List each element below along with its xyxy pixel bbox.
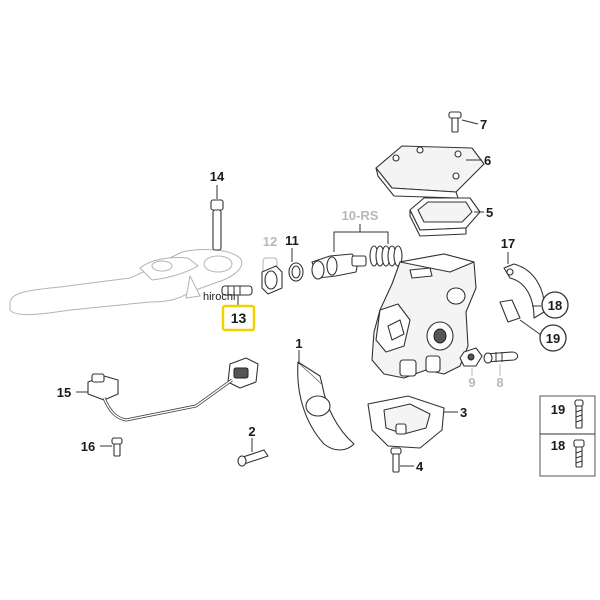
callout-12: 12	[263, 234, 277, 249]
inset-label-19: 19	[551, 402, 565, 417]
callout-2: 2	[248, 424, 255, 439]
callout-17: 17	[501, 236, 515, 251]
callout-6: 6	[484, 153, 491, 168]
highlighted-callout-13[interactable]: 13	[221, 304, 256, 332]
bracket-screw-4	[390, 447, 414, 473]
lever-pin-14	[210, 185, 224, 251]
callout-5: 5	[486, 205, 493, 220]
reservoir-cover-6	[375, 145, 485, 199]
callout-18: 18	[548, 298, 562, 313]
screw-16	[100, 437, 123, 457]
fastener-inset: 19 18	[539, 395, 596, 477]
callout-16: 16	[81, 439, 95, 454]
switch-15	[76, 357, 259, 422]
circled-callout-18: 18	[541, 291, 569, 319]
callout-10rs-text: 10-RS	[342, 208, 379, 223]
piston-kit-10rs	[311, 224, 403, 280]
cover-screw-7	[448, 111, 479, 133]
diaphragm-5	[409, 197, 484, 237]
inset-screw-19-icon	[574, 399, 584, 429]
callout-8: 8	[496, 375, 503, 390]
bushing-11	[261, 248, 293, 295]
shield-plate-1	[297, 350, 355, 451]
callout-13: 13	[231, 310, 247, 326]
callout-19: 19	[546, 331, 560, 346]
circled-callout-19: 19	[539, 324, 567, 352]
adjusting-screw-13	[221, 285, 253, 306]
nut-9	[459, 347, 483, 376]
callout-15: 15	[57, 385, 71, 400]
inset-screw-18-icon	[573, 439, 585, 468]
inset-label-18: 18	[551, 438, 565, 453]
callout-4: 4	[416, 459, 424, 474]
callout-7: 7	[480, 117, 487, 132]
callout-14: 14	[210, 169, 225, 184]
master-cylinder-housing	[371, 253, 477, 379]
callout-1: 1	[295, 336, 302, 351]
clutch-lever	[9, 249, 243, 316]
inset-frame	[539, 395, 596, 477]
callout-3: 3	[460, 405, 467, 420]
bracket-3	[367, 395, 458, 449]
shield-screw-2	[237, 438, 269, 467]
piston-spring	[369, 245, 403, 267]
seal-ring	[288, 262, 304, 282]
highlight-box	[221, 304, 256, 332]
bolt-8	[483, 351, 519, 376]
watermark-text: hirochi	[203, 291, 235, 303]
clamp-17	[499, 252, 545, 336]
callout-11: 11	[285, 233, 299, 248]
callout-10rs: 10-RS	[342, 208, 379, 223]
callout-9: 9	[468, 375, 475, 390]
